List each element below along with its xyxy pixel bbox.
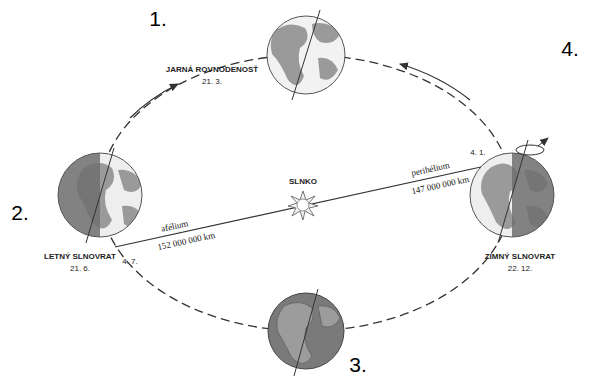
apsis-line	[115, 165, 490, 247]
callout-number: 2.	[11, 202, 29, 223]
earth-spring	[267, 10, 345, 100]
date-label: 4. 7.	[122, 258, 138, 266]
callout-number: 3.	[349, 354, 367, 375]
orbit	[100, 55, 512, 331]
orbit-arrow	[130, 84, 178, 118]
date-label: 21. 3.	[202, 78, 222, 86]
callout-number: 4.	[561, 38, 579, 59]
sun-label: SLNKO	[289, 178, 317, 186]
orbit-arrow	[400, 64, 470, 100]
date-label: 21. 6.	[70, 265, 90, 273]
callout-number: 1.	[149, 8, 167, 29]
sun	[288, 191, 318, 220]
season-name: ZIMNÝ SLNOVRAT	[485, 253, 556, 261]
earth-winter	[470, 138, 554, 243]
distance-label: 147 000 000 km	[410, 174, 469, 195]
earth-autumn	[268, 289, 344, 376]
season-name: LETNÝ SLNOVRAT	[44, 253, 116, 261]
date-label: 22. 12.	[508, 265, 532, 273]
earth-summer	[58, 148, 142, 243]
date-label: 4. 1.	[470, 149, 486, 157]
distance-label: 152 000 000 km	[156, 230, 215, 251]
season-name: JARNÁ ROVNODENOSŤ	[166, 66, 258, 74]
